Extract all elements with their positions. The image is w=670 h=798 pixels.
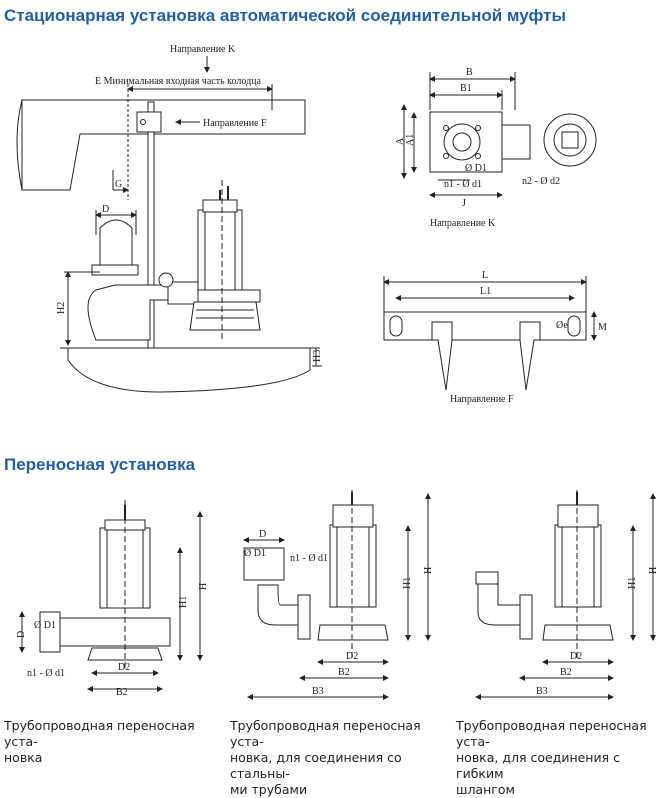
caption-direction-f: Направление F: [450, 394, 514, 405]
p2-label-b3: B3: [312, 686, 324, 697]
stationary-section-title: Стационарная установка автоматической со…: [4, 6, 566, 25]
p2-label-h: H: [423, 567, 434, 574]
caption-portable-pipeline: Трубопроводная переносная уста-новка: [4, 718, 195, 765]
label-b1: B1: [460, 83, 472, 94]
caption-direction-k: Направление K: [430, 218, 496, 229]
label-g: G: [115, 179, 122, 190]
p2-label-d: D: [259, 529, 266, 540]
label-j: J: [462, 198, 466, 209]
stationary-installation-view: [16, 56, 322, 393]
side-view-direction-f: [383, 276, 597, 391]
label-phi-d1: Ø D1: [465, 163, 487, 174]
p2-label-h1: H1: [402, 577, 413, 589]
top-view-direction-k: [401, 72, 597, 198]
label-a: A: [395, 137, 406, 145]
label-min-inlet: E Минимальная входная часть колодца: [95, 76, 262, 87]
p1-label-phi-d1: Ø D1: [34, 620, 56, 631]
label-l: L: [482, 270, 488, 281]
label-l1: L1: [480, 286, 491, 297]
portable-installation-pipeline: [19, 500, 203, 692]
label-direction-f-arrow: Направление F: [203, 118, 267, 129]
p1-label-h1: H1: [178, 596, 189, 608]
label-b: B: [466, 67, 473, 78]
portable-section-title: Переносная установка: [4, 455, 196, 474]
label-m: M: [598, 322, 607, 333]
label-direction-k-top: Направление K: [170, 44, 236, 55]
caption-portable-steel-pipe: Трубопроводная переносная устa-новка, дл…: [230, 718, 421, 797]
portable-installation-steel-pipe: [243, 490, 431, 700]
p3-label-d2: D2: [570, 651, 582, 662]
p3-label-h: H: [648, 567, 659, 574]
p1-label-d2: D2: [118, 662, 130, 673]
technical-drawing: Направление K E Минимальная входная част…: [16, 44, 659, 700]
label-a1: A1: [405, 134, 416, 146]
p3-label-b3: B3: [536, 686, 548, 697]
p1-label-h: H: [198, 583, 209, 590]
p2-label-phi-d1: Ø D1: [244, 548, 266, 559]
label-h2: H2: [56, 302, 67, 314]
p3-label-h1: H1: [627, 577, 638, 589]
label-n1-d1: n1 - Ø d1: [444, 179, 482, 190]
p1-label-d: D: [16, 631, 27, 638]
p3-label-b2: B2: [560, 667, 572, 678]
p2-label-b2: B2: [338, 667, 350, 678]
label-n2-d2: n2 - Ø d2: [522, 176, 560, 187]
portable-installation-flexible-hose: [475, 490, 656, 700]
label-phi-e: Øe: [556, 320, 568, 331]
label-d: D: [102, 204, 109, 215]
caption-portable-flexible-hose: Трубопроводная переносная уста-новка, дл…: [456, 718, 647, 797]
p2-label-d2: D2: [346, 651, 358, 662]
p2-label-n1-d1: n1 - Ø d1: [290, 553, 328, 564]
p1-label-n1-d1: n1 - Ø d1: [27, 668, 65, 679]
p1-label-b2: B2: [116, 687, 128, 698]
label-h3: H3: [312, 350, 323, 362]
